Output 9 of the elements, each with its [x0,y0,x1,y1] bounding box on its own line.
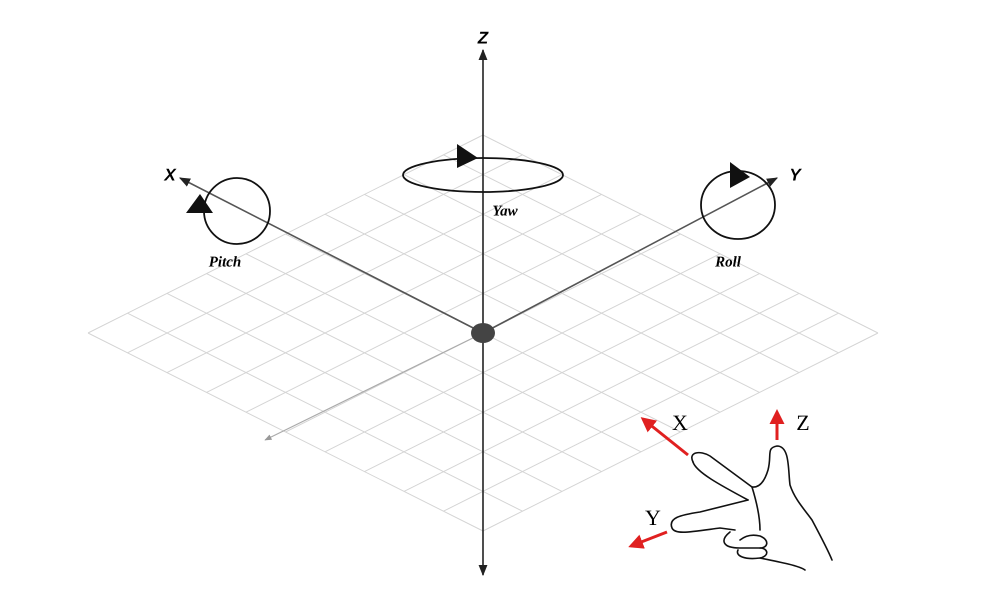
axis-label: X [672,412,688,434]
axis-label: Y [789,166,801,184]
axis-label: Z [796,412,810,434]
rotation-label: Yaw [492,204,518,220]
axis-label: X [164,166,176,184]
rotation-label: Pitch [208,256,242,270]
axis-label: Y [645,507,661,529]
axis-label: Z [478,30,488,46]
rotation-label: Roll [715,256,741,270]
